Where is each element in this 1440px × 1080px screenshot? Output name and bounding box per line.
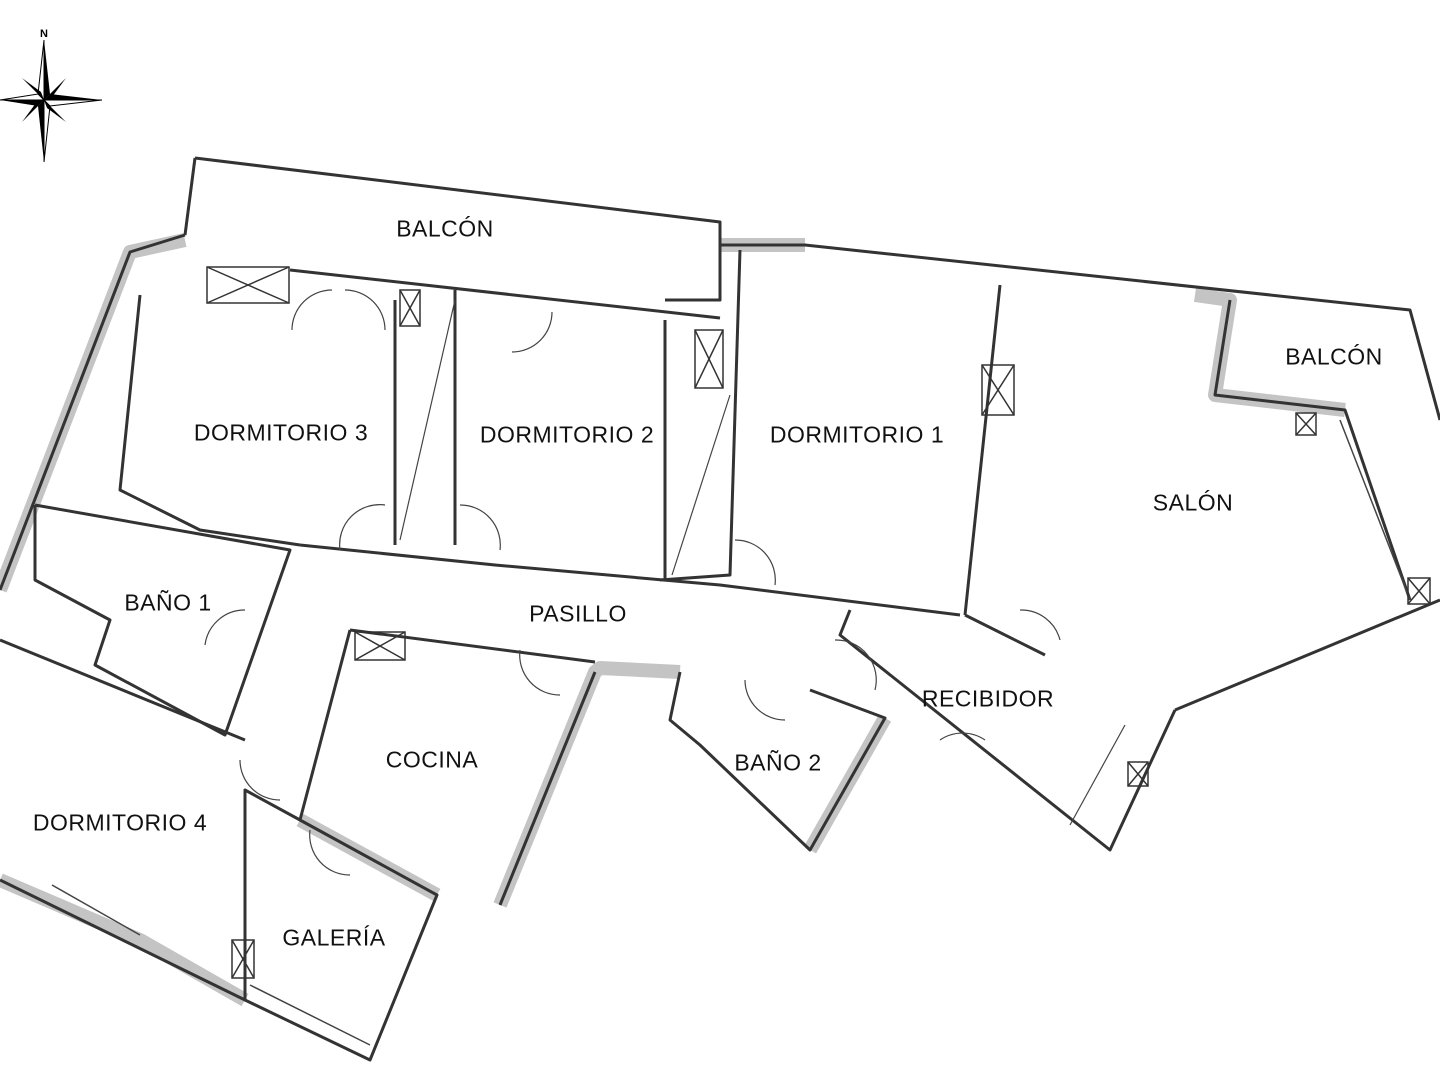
room-label-pasillo: PASILLO (529, 600, 627, 627)
room-label-bano-1: BAÑO 1 (124, 589, 212, 616)
walls (0, 156, 1440, 1062)
outer-walls (0, 233, 1346, 1007)
room-label-dormitorio-1: DORMITORIO 1 (769, 421, 945, 448)
door-swings (204, 289, 1126, 876)
room-label-galeria: GALERÍA (282, 924, 386, 951)
compass-rose-icon (0, 39, 103, 163)
room-label-recibidor: RECIBIDOR (921, 685, 1055, 712)
room-label-balcon-top: BALCÓN (396, 215, 494, 242)
compass-north-label: N (40, 28, 48, 40)
room-label-dormitorio-4: DORMITORIO 4 (32, 809, 208, 836)
room-label-salon: SALÓN (1152, 489, 1234, 516)
room-label-bano-2: BAÑO 2 (734, 749, 822, 776)
room-label-dormitorio-2: DORMITORIO 2 (479, 421, 655, 448)
room-label-cocina: COCINA (385, 746, 479, 773)
room-label-dormitorio-3: DORMITORIO 3 (193, 419, 369, 446)
room-label-balcon-right: BALCÓN (1285, 343, 1383, 370)
shaft-boxes (206, 266, 1431, 979)
